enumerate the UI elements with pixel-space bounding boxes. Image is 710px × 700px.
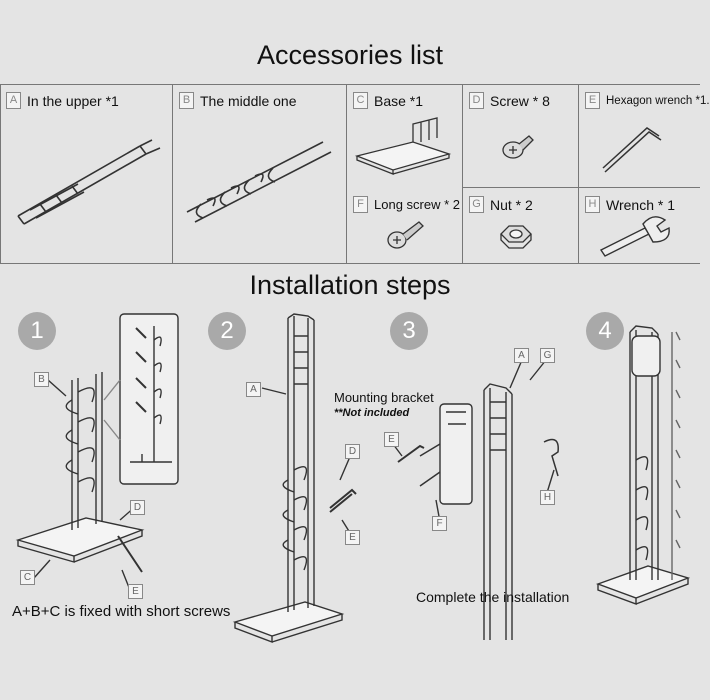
tag-e: E [345, 530, 360, 545]
letter-h: H [585, 196, 600, 213]
tag-d: D [345, 444, 360, 459]
tag-h: H [540, 490, 555, 505]
tag-e: E [384, 432, 399, 447]
accessory-e-label: Hexagon wrench *1. [606, 94, 710, 107]
accessory-c-label: Base *1 [374, 92, 424, 109]
accessory-c-base: C Base *1 [347, 84, 463, 264]
step-number-1: 1 [18, 312, 56, 350]
tag-a: A [246, 382, 261, 397]
letter-d: D [469, 92, 484, 109]
accessories-title: Accessories list [256, 40, 444, 70]
step-number-4: 4 [586, 312, 624, 350]
letter-g: G [469, 196, 484, 213]
step1-caption: A+B+C is fixed with short screws [12, 603, 231, 620]
tag-a: A [514, 348, 529, 363]
accessory-h-wrench: H Wrench * 1 [579, 188, 700, 264]
long-screw-icon [387, 221, 424, 249]
tag-b: B [34, 372, 49, 387]
accessory-e-hex-wrench: E Hexagon wrench *1. [579, 84, 710, 188]
accessory-b-middle: B The middle one [173, 84, 347, 264]
open-wrench-icon [599, 216, 670, 257]
accessory-f-label: Long screw * 2 [374, 197, 460, 212]
installation-title: Installation steps [249, 270, 451, 300]
tag-d: D [130, 500, 145, 515]
tag-f: F [432, 516, 447, 531]
accessory-a-upper: A In the upper *1 [0, 84, 173, 264]
accessory-d-label: Screw * 8 [490, 92, 550, 109]
upper-rack-icon [17, 139, 161, 225]
step4-caption: Complete the installation [416, 589, 570, 605]
not-included-note: **Not included [334, 407, 410, 419]
accessory-a-label: In the upper *1 [27, 92, 119, 109]
tag-e: E [128, 584, 143, 599]
tag-g: G [540, 348, 555, 363]
middle-rack-icon [186, 141, 332, 223]
hex-wrench-icon [602, 127, 662, 173]
base-plate-icon [354, 117, 452, 175]
step-number-2: 2 [208, 312, 246, 350]
accessory-b-label: The middle one [200, 92, 297, 109]
step-number-3: 3 [390, 312, 428, 350]
letter-a: A [6, 92, 21, 109]
accessory-h-label: Wrench * 1 [606, 196, 675, 213]
accessory-g-nut: G Nut * 2 [463, 188, 579, 264]
mounting-bracket-label: Mounting bracket [334, 390, 434, 405]
tag-c: C [20, 570, 35, 585]
letter-e: E [585, 92, 600, 109]
nut-icon [500, 225, 532, 249]
letter-f: F [353, 196, 368, 213]
accessories-grid: A In the upper *1 B The middle one C Base *… [0, 84, 710, 264]
accessory-g-label: Nut * 2 [490, 196, 533, 213]
accessory-d-screw: D Screw * 8 [463, 84, 579, 188]
screw-icon [502, 135, 534, 159]
accessory-f-long-screw: F Long screw * 2 [347, 188, 463, 264]
letter-c: C [353, 92, 368, 109]
letter-b: B [179, 92, 194, 109]
